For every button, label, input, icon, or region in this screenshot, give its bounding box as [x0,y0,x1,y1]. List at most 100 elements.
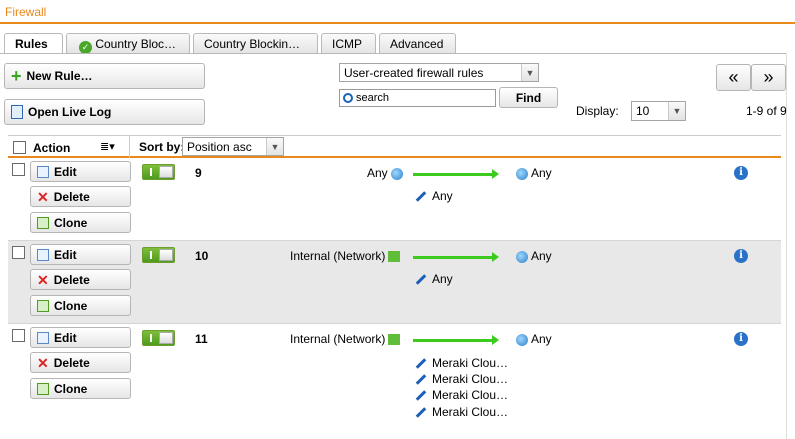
table-row: Edit ✕Delete Clone 11 Internal (Network)… [8,324,781,439]
rule-filter-select[interactable]: User-created firewall rules ▼ [339,63,539,82]
network-flag-icon [388,251,401,263]
right-border [786,53,787,439]
service-icon [415,407,427,419]
rule-service: Any [415,272,453,286]
edit-button[interactable]: Edit [30,244,131,265]
enabled-toggle[interactable] [142,247,175,263]
clone-button[interactable]: Clone [30,212,131,233]
info-icon[interactable]: i [734,166,748,180]
clone-label: Clone [54,381,88,396]
edit-label: Edit [54,330,77,345]
edit-button[interactable]: Edit [30,327,131,348]
header-divider [129,136,130,158]
destination-label: Any [531,166,552,180]
toggle-on-icon [150,168,152,176]
column-menu-icon[interactable]: ≣▾ [100,141,115,153]
new-rule-button[interactable]: + New Rule… [4,63,205,89]
destination-label: Any [531,332,552,346]
window-title: Firewall [5,5,47,19]
row-checkbox[interactable] [12,163,25,176]
tab-label: ICMP [332,37,362,51]
chevron-down-icon: ▼ [266,138,283,155]
arrow-right-icon [413,169,499,179]
double-chevron-right-icon: » [763,67,774,87]
new-rule-label: New Rule… [26,69,93,83]
tab-advanced[interactable]: Advanced [379,33,456,53]
service-icon [415,191,427,203]
rule-position: 11 [195,332,208,346]
rule-filter-value: User-created firewall rules [344,66,484,80]
clone-button[interactable]: Clone [30,295,131,316]
display-label: Display: [576,104,619,118]
window-title-bar: Firewall [0,0,795,24]
rule-service: Any [415,189,453,203]
tab-rules[interactable]: Rules [4,33,63,54]
table-header: Action ≣▾ Sort by: Position asc ▼ [8,135,781,158]
display-count-value: 10 [636,104,650,118]
select-all-checkbox[interactable] [13,141,26,154]
rule-source: Internal (Network) [290,249,401,263]
service-label: Meraki Clou… [432,388,509,402]
open-live-log-label: Open Live Log [28,105,112,119]
find-label: Find [515,90,542,105]
rule-source: Any [367,166,406,180]
toggle-knob [159,166,173,178]
delete-button[interactable]: ✕Delete [30,352,131,373]
open-live-log-button[interactable]: Open Live Log [4,99,205,125]
clone-label: Clone [54,298,88,313]
display-count-select[interactable]: 10 ▼ [631,101,686,121]
delete-button[interactable]: ✕Delete [30,186,131,207]
info-icon[interactable]: i [734,249,748,263]
table-row: Edit ✕Delete Clone 9 Any Any Any i [8,158,781,241]
rule-service: Meraki Clou… [415,405,508,419]
service-icon [415,374,427,386]
tab-divider [0,53,786,54]
edit-button[interactable]: Edit [30,161,131,182]
sort-value: Position asc [187,140,252,154]
next-page-button[interactable]: » [751,64,786,91]
enabled-toggle[interactable] [142,164,175,180]
rule-destination: Any [516,332,552,346]
table-row: Edit ✕Delete Clone 10 Internal (Network)… [8,241,781,324]
service-label: Meraki Clou… [432,405,509,419]
chevron-down-icon: ▼ [521,64,538,81]
clone-label: Clone [54,215,88,230]
source-label: Internal (Network) [290,249,386,263]
edit-label: Edit [54,164,77,179]
globe-icon [516,250,528,263]
clone-icon [37,299,49,312]
prev-page-button[interactable]: « [716,64,751,91]
rule-position: 10 [195,249,209,263]
check-circle-icon: ✓ [79,41,92,53]
info-icon[interactable]: i [734,332,748,346]
rule-source: Internal (Network) [290,332,401,346]
enabled-toggle[interactable] [142,330,175,346]
sort-select[interactable]: Position asc ▼ [182,137,284,156]
service-label: Meraki Clou… [432,372,509,386]
edit-icon [37,165,49,178]
row-checkbox[interactable] [12,329,25,342]
tab-country-blocking-2[interactable]: Country Blockin… [193,33,318,53]
toggle-on-icon [150,251,152,259]
rule-service: Meraki Clou… [415,372,508,386]
pagination-range: 1-9 of 9 [746,104,787,118]
service-label: Any [432,189,453,203]
edit-label: Edit [54,247,77,262]
tab-country-blocking-1[interactable]: ✓ Country Bloc… [66,33,190,53]
delete-button[interactable]: ✕Delete [30,269,131,290]
tab-icmp[interactable]: ICMP [321,33,376,53]
delete-label: Delete [53,189,90,204]
search-input[interactable]: search [339,89,496,107]
find-button[interactable]: Find [499,87,558,108]
rule-service: Meraki Clou… [415,356,508,370]
source-label: Internal (Network) [290,332,386,346]
row-checkbox[interactable] [12,246,25,259]
clone-button[interactable]: Clone [30,378,131,399]
delete-label: Delete [53,272,90,287]
network-flag-icon [388,334,401,346]
sort-label: Sort by: [139,140,185,154]
rule-destination: Any [516,249,552,263]
action-header: Action [33,141,71,155]
destination-label: Any [531,249,552,263]
source-label: Any [367,166,388,180]
